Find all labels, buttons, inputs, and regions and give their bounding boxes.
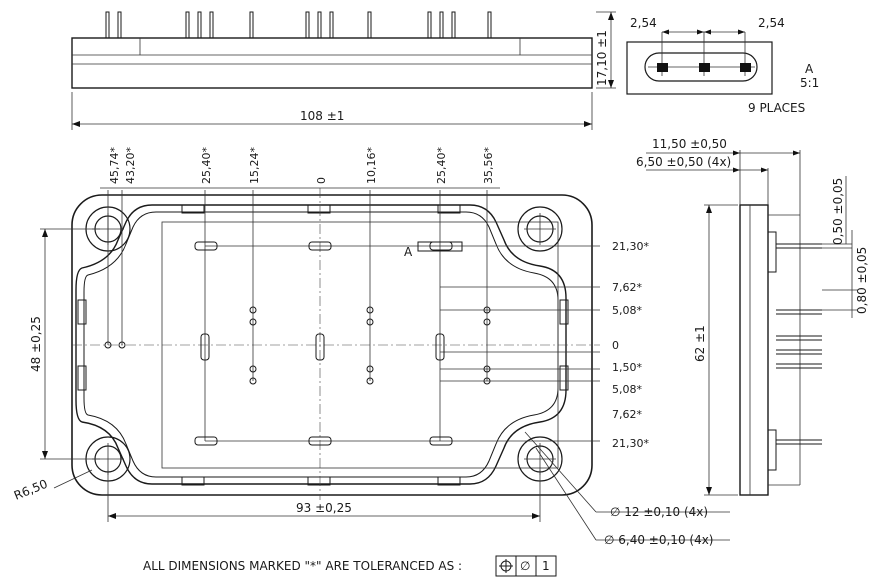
side-dim-1: 11,50 ±0,50 xyxy=(652,137,727,151)
radius-dim: R6,50 xyxy=(12,477,50,503)
detail-reference: A xyxy=(404,245,413,259)
side-dim-2: 6,50 ±0,50 (4x) xyxy=(636,155,731,169)
side-dim-4: 0,80 ±0,05 xyxy=(855,247,869,314)
detail-a: 2,54 2,54 A 5:1 9 PLACES xyxy=(626,16,819,115)
footer-symbol: ∅ xyxy=(520,559,530,573)
right-dim-label: 5,08* xyxy=(612,304,642,317)
right-dim-label: 0 xyxy=(612,339,619,352)
right-dim-label: 5,08* xyxy=(612,383,642,396)
top-height-dim: 17,10 ±1 xyxy=(595,30,609,86)
top-dim-label: 0 xyxy=(315,177,328,184)
detail-count: 9 PLACES xyxy=(748,101,805,115)
top-dim-label: 15,24* xyxy=(248,147,261,184)
detail-label: A xyxy=(805,62,814,76)
top-dim-label: 25,40* xyxy=(200,147,213,184)
side-dim-3: 0,50 ±0,05 xyxy=(831,178,845,245)
right-dim-label: 7,62* xyxy=(612,408,642,421)
detail-scale: 5:1 xyxy=(800,76,819,90)
tolerance-note: ALL DIMENSIONS MARKED "*" ARE TOLERANCED… xyxy=(143,555,557,577)
footer-value: 1 xyxy=(542,559,550,573)
main-view: 45,74* 43,20* 25,40* 15,24* 0 10,16* 25,… xyxy=(12,147,730,547)
detail-a-frame xyxy=(626,41,773,95)
top-dims: 45,74* 43,20* 25,40* 15,24* 0 10,16* 25,… xyxy=(108,147,495,184)
top-view-body xyxy=(71,37,593,89)
detail-pitch-right: 2,54 xyxy=(758,16,785,30)
top-view: 108 ±1 17,10 ±1 xyxy=(71,11,616,130)
top-dim-label: 35,56* xyxy=(482,147,495,184)
hole-dim-small: ∅ 6,40 ±0,10 (4x) xyxy=(604,533,714,547)
top-dim-label: 43,20* xyxy=(124,147,137,184)
top-dim-label: 10,16* xyxy=(365,147,378,184)
right-dims: 21,30* 7,62* 5,08* 0 1,50* 5,08* 7,62* 2… xyxy=(612,240,649,450)
right-dim-label: 1,50* xyxy=(612,361,642,374)
right-dim-label: 21,30* xyxy=(612,240,649,253)
footer-note: ALL DIMENSIONS MARKED "*" ARE TOLERANCED… xyxy=(143,559,462,573)
main-height-dim: 48 ±0,25 xyxy=(29,316,43,372)
hole-dim-large: ∅ 12 ±0,10 (4x) xyxy=(610,505,708,519)
top-dim-label: 45,74* xyxy=(108,147,121,184)
main-width-dim: 93 ±0,25 xyxy=(296,501,352,515)
detail-pitch-left: 2,54 xyxy=(630,16,657,30)
top-dim-label: 25,40* xyxy=(435,147,448,184)
side-height-dim: 62 ±1 xyxy=(693,325,707,362)
top-view-pins xyxy=(105,11,492,39)
right-dim-label: 7,62* xyxy=(612,281,642,294)
top-width-dim: 108 ±1 xyxy=(300,109,344,123)
right-dim-label: 21,30* xyxy=(612,437,649,450)
side-view: 11,50 ±0,50 6,50 ±0,50 (4x) 0,50 ±0,05 0… xyxy=(636,137,869,496)
side-view-body xyxy=(739,204,769,496)
